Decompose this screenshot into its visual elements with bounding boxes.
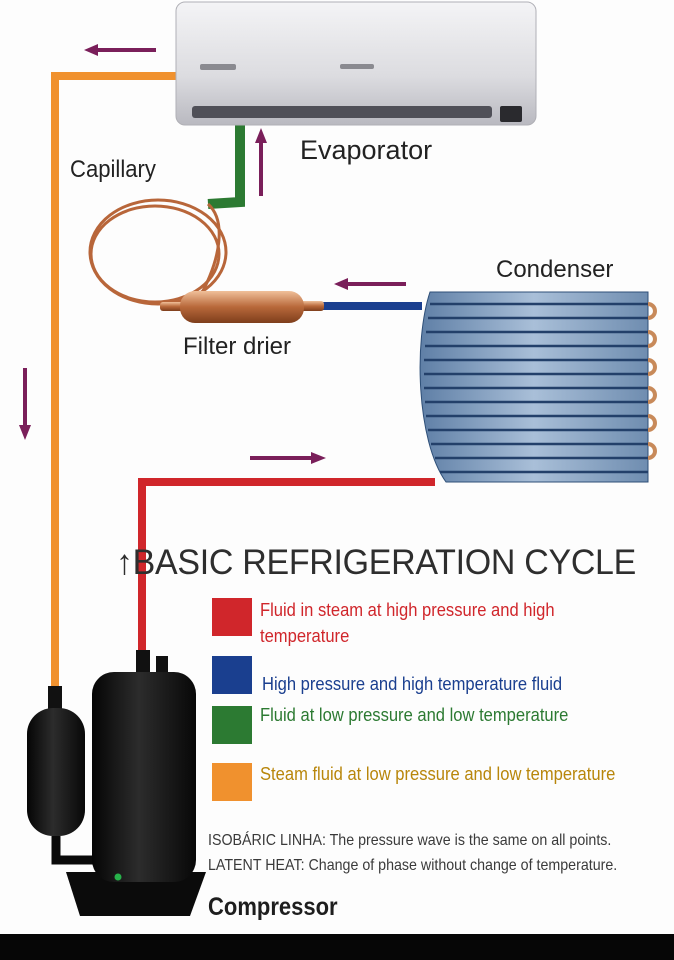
arrow-left-down-head <box>19 425 31 440</box>
arrow-discharge-head <box>311 452 326 464</box>
condenser-coil <box>419 291 657 483</box>
evaporator-badge <box>200 64 236 70</box>
compressor-shell <box>92 672 196 882</box>
evaporator-unit <box>175 1 537 126</box>
condenser-tubes <box>424 302 648 474</box>
flow-arrows <box>19 44 406 464</box>
latent-heat-note: LATENT HEAT: Change of phase without cha… <box>208 857 618 874</box>
discharge-line-pipe <box>138 478 435 660</box>
filter-drier <box>160 291 324 323</box>
legend-text-blue: High pressure and high temperature fluid <box>262 674 563 694</box>
capillary-label: Capillary <box>70 156 156 183</box>
filter-drier-label: Filter drier <box>183 333 292 360</box>
evaporator-feed-pipe <box>207 122 245 209</box>
compressor-label: Compressor <box>208 893 338 921</box>
condenser-label: Condenser <box>496 256 614 283</box>
filter-drier-body <box>180 291 304 323</box>
legend-swatch-green <box>212 706 252 744</box>
evaporator-body <box>175 1 537 126</box>
legend-swatch-red <box>212 598 252 636</box>
condenser-return-bends <box>647 302 657 460</box>
arrow-cond-head <box>334 278 348 290</box>
legend-text-red: Fluid in steam at high pressure and high… <box>260 600 555 646</box>
suction-line-pipe <box>51 72 178 690</box>
evaporator-logo <box>340 64 374 69</box>
isobaric-note: ISOBÁRIC LINHA: The pressure wave is the… <box>208 832 612 849</box>
evaporator-label: Evaporator <box>300 135 433 165</box>
evaporator-display <box>500 106 522 122</box>
bottom-bar <box>0 934 674 960</box>
arrow-top-head <box>84 44 98 56</box>
compressor-unit <box>27 650 206 916</box>
accumulator-link <box>51 836 100 865</box>
filter-drier-outlet <box>160 302 184 311</box>
compressor-indicator <box>114 873 122 881</box>
accumulator <box>27 708 85 836</box>
legend-swatch-blue <box>212 656 252 694</box>
legend-swatch-orange <box>212 763 252 801</box>
arrow-up-head <box>255 128 267 143</box>
capillary-loop-2 <box>89 204 221 304</box>
diagram-title: ↑BASIC REFRIGERATION CYCLE <box>116 543 637 582</box>
legend-text-orange: Steam fluid at low pressure and low temp… <box>260 764 616 784</box>
filter-drier-inlet <box>300 301 324 311</box>
legend-text-green: Fluid at low pressure and low temperatur… <box>260 705 569 725</box>
evaporator-vent <box>192 106 492 118</box>
compressor-base <box>66 872 206 916</box>
capillary-tube <box>88 198 228 308</box>
